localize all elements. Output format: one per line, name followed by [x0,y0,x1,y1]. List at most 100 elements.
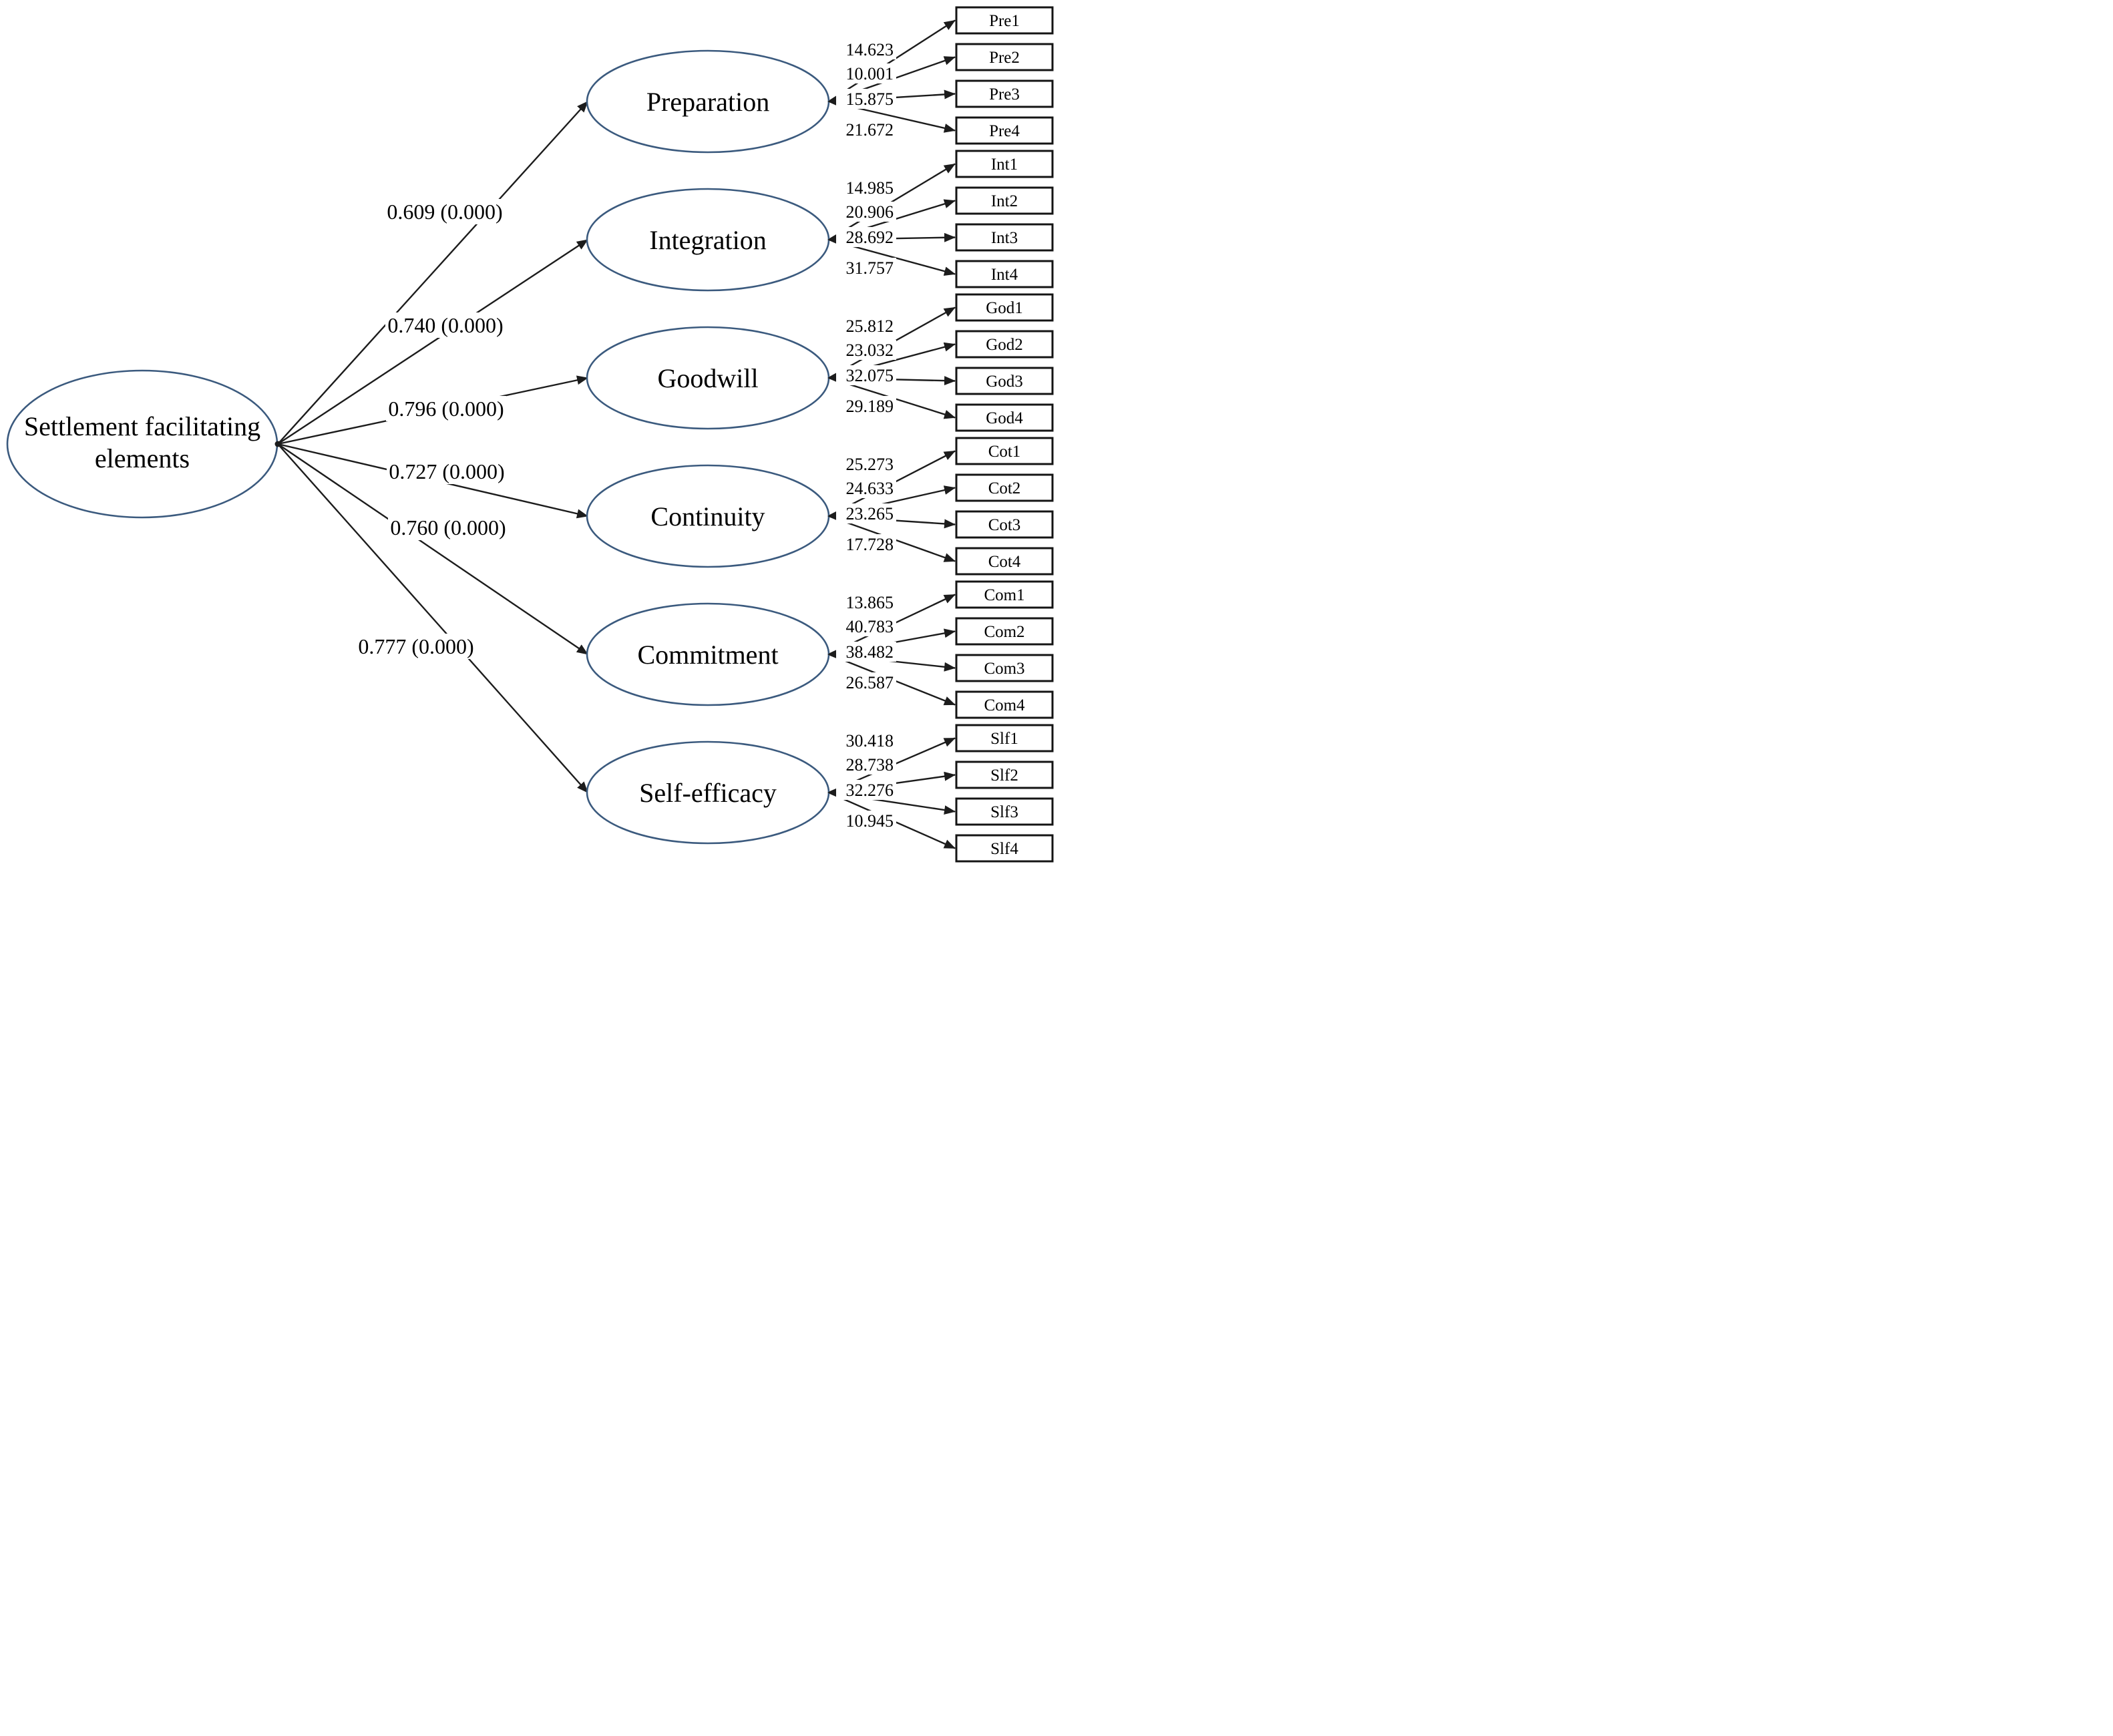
central-factor-label-line1: Settlement facilitating [24,411,260,441]
indicator-t-value: 28.692 [846,228,894,247]
t-value-bg [836,642,896,662]
indicator-box-label: Com3 [984,660,1024,678]
indicator-t-value: 31.757 [846,258,894,278]
indicator-t-value: 38.482 [846,642,894,662]
indicator-box-label: Com1 [984,586,1024,604]
indicator-box [955,330,1054,359]
t-value-bg [836,478,896,498]
t-value-bg [836,178,896,198]
indicator-box [955,690,1054,719]
indicator-box-label: Cot2 [988,479,1021,497]
indicator-box [955,547,1054,576]
indicator-t-value: 10.945 [846,811,894,831]
indicator-box-label: Slf2 [990,767,1018,785]
t-value-bg [836,592,896,612]
factor-label: Goodwill [657,363,758,393]
t-value-bg [836,754,896,775]
path-coefficient-label: 0.760 (0.000) [390,515,506,539]
t-value-bg [836,454,896,474]
indicator-box-label: Com4 [984,696,1025,714]
central-factor-label-line2: elements [95,443,190,473]
loading-label-bg [356,634,476,659]
indicator-box-label: Cot3 [988,516,1021,534]
indicator-t-value: 21.672 [846,120,894,140]
t-value-bg [836,396,896,416]
t-value-bg [836,534,896,554]
indicator-t-value: 10.001 [846,64,894,83]
indicator-box [955,79,1054,108]
sem-path-diagram: Settlement facilitating elements Prepara… [0,0,1056,868]
indicator-box [955,43,1054,71]
labels-layer: 0.609 (0.000)14.62310.00115.87521.6720.7… [356,39,896,831]
indicator-box-label: Cot1 [988,443,1021,461]
path-coefficient-label: 0.777 (0.000) [358,634,473,658]
indicator-box-label: Pre4 [989,122,1020,140]
indicator-box [955,367,1054,395]
t-value-bg [836,365,896,385]
factor-label: Self-efficacy [639,778,777,808]
indicator-t-value: 20.906 [846,202,894,222]
indicator-box [955,761,1054,789]
t-value-bg [836,780,896,800]
indicator-box [955,437,1054,465]
factor-label: Integration [649,225,767,255]
t-value-bg [836,202,896,222]
indicator-box [955,293,1054,322]
indicator-box-label: Pre3 [989,85,1020,103]
indicator-t-value: 23.032 [846,341,894,360]
indicator-box [955,473,1054,502]
indicator-box [955,150,1054,178]
indicator-box-label: Int2 [991,192,1018,210]
indicator-t-value: 14.623 [846,40,894,59]
indicator-box-label: Int4 [991,266,1018,284]
t-value-bg [836,316,896,336]
indicator-box [955,617,1054,646]
path-coefficient-label: 0.609 (0.000) [387,200,502,224]
t-value-bg [836,120,896,140]
t-value-bg [836,340,896,360]
indicator-box [955,834,1054,863]
indicator-box-label: God4 [986,409,1023,427]
path-arrow-integration [277,238,588,445]
factor-label: Commitment [637,640,778,670]
indicator-box-label: God2 [986,336,1023,354]
indicator-t-value: 40.783 [846,617,894,636]
sem-diagram-canvas: Settlement facilitating elements Prepara… [6,6,1054,863]
indicator-t-value: 32.075 [846,366,894,385]
loading-label-bg [385,312,506,338]
nodes-layer: Settlement facilitating elements Prepara… [6,6,1054,863]
t-value-bg [836,672,896,692]
indicator-box-label: God1 [986,299,1023,317]
indicator-box-label: Slf3 [990,803,1018,821]
loading-label-bg [388,515,508,540]
path-arrow-preparation [277,101,588,445]
t-value-bg [836,730,896,750]
t-value-bg [836,811,896,831]
indicator-box-label: Cot4 [988,553,1021,571]
path-coefficient-label: 0.740 (0.000) [387,313,503,337]
path-arrow-commitment [277,443,588,655]
indicator-box-label: Pre2 [989,49,1020,67]
indicator-box [955,260,1054,288]
t-value-bg [836,89,896,109]
indicator-t-value: 23.265 [846,504,894,523]
indicator-arrow [828,19,956,103]
indicator-box [955,654,1054,682]
indicator-t-value: 30.418 [846,731,894,750]
indicator-t-value: 28.738 [846,755,894,775]
indicator-box [955,116,1054,145]
indicator-t-value: 32.276 [846,781,894,800]
path-arrow-self-efficacy [277,443,588,793]
indicator-box-label: Slf1 [990,730,1018,748]
indicator-t-value: 29.189 [846,397,894,416]
loading-label-bg [386,396,506,421]
indicator-box [955,6,1054,35]
indicator-box [955,186,1054,215]
loading-label-bg [385,199,505,224]
indicator-box [955,580,1054,609]
path-coefficient-label: 0.796 (0.000) [388,397,504,421]
t-value-bg [836,63,896,83]
t-value-bg [836,39,896,59]
indicator-box [955,724,1054,752]
factor-label: Continuity [650,501,765,531]
